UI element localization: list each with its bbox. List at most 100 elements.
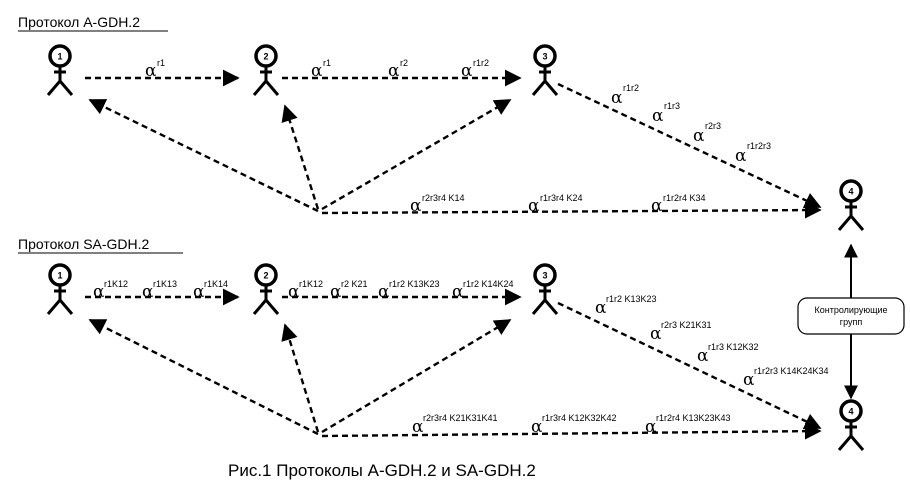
control-label-line2: групп (840, 317, 863, 327)
label-a-34-2: r2r3 (705, 121, 721, 131)
participant-3: 3 (531, 263, 559, 315)
participant-left-leg (46, 299, 62, 315)
alpha-symbol: α (611, 88, 623, 108)
label-sa-23-0: r1K12 (299, 279, 323, 289)
label-sa-23-3: r1r2 K14K24 (463, 279, 514, 289)
participant-right-leg (543, 80, 559, 96)
participant-head (533, 44, 557, 68)
alpha-symbol: α (645, 417, 657, 437)
label-a-34-0: r1r2 (623, 83, 639, 93)
label-a-34-1: r1r3 (664, 101, 680, 111)
participant-number: 1 (57, 52, 62, 62)
alpha-symbol: α (378, 282, 390, 302)
label-sa-b-2: r1r2r4 K13K23K43 (656, 413, 731, 423)
alpha-symbol: α (388, 61, 400, 81)
participant-number: 3 (542, 271, 547, 281)
participants: 1 2 3 4 1 2 3 4 (46, 44, 865, 451)
alpha-symbol: α (650, 324, 662, 344)
protocol-a-arrows (85, 69, 822, 219)
label-sa-12-1: r1K13 (153, 279, 177, 289)
participant-4: 4 (837, 399, 865, 451)
label-a-23-0: r1 (323, 58, 331, 68)
label-sa-34-2: r1r3 K12K32 (708, 342, 759, 352)
participant-head (48, 44, 72, 68)
alpha-symbol: α (142, 282, 154, 302)
protocol-a-labels: α r1 α r1 α r2 α r1r2 α r1r2 α r1r3 α r2… (145, 58, 771, 216)
participant-right-leg (58, 299, 74, 315)
arrow-sa-hub-4 (321, 422, 822, 440)
participant-number: 1 (57, 271, 62, 281)
participant-right-leg (58, 80, 74, 96)
alpha-symbol: α (735, 146, 747, 166)
alpha-symbol: α (531, 417, 543, 437)
alpha-symbol: α (288, 282, 300, 302)
participant-head (254, 44, 278, 68)
label-sa-12-0: r1K12 (104, 279, 128, 289)
arrow-sa-3-4 (557, 301, 822, 430)
arrow-sa-hub-1 (88, 318, 319, 436)
participant-head (254, 263, 278, 287)
participant-2: 2 (252, 44, 280, 96)
participant-right-leg (849, 215, 865, 231)
participant-left-leg (837, 215, 853, 231)
arrow-a-hub-3 (321, 98, 512, 211)
alpha-symbol: α (193, 282, 205, 302)
participant-left-leg (252, 80, 268, 96)
alpha-symbol: α (595, 298, 607, 318)
label-sa-34-1: r2r3 K21K31 (661, 320, 712, 330)
participant-number: 2 (263, 52, 268, 62)
label-a-b-1: r1r3r4 K24 (540, 193, 583, 203)
alpha-symbol: α (410, 196, 422, 216)
participant-left-leg (531, 299, 547, 315)
alpha-symbol: α (743, 370, 755, 390)
arrow-a-3-4 (557, 82, 822, 209)
participant-right-leg (543, 299, 559, 315)
label-sa-b-0: r2r3r4 K21K31K41 (423, 413, 498, 423)
participant-number: 4 (848, 187, 853, 197)
participant-head (839, 399, 863, 423)
label-a-34-3: r1r2r3 (747, 141, 771, 151)
protocol-a-title: Протокол A-GDH.2 (18, 14, 140, 30)
arrow-sa-hub-2 (281, 323, 320, 433)
participant-4: 4 (837, 179, 865, 231)
participant-2: 2 (252, 263, 280, 315)
participant-3: 3 (531, 44, 559, 96)
control-box (797, 297, 905, 335)
participant-head (48, 263, 72, 287)
participant-number: 2 (263, 271, 268, 281)
participant-head (533, 263, 557, 287)
label-a-23-1: r2 (400, 58, 408, 68)
label-sa-23-2: r1r2 K13K23 (389, 279, 440, 289)
control-label-line1: Контролирующие (814, 305, 887, 315)
label-a-b-0: r2r3r4 K14 (422, 193, 465, 203)
alpha-symbol: α (652, 106, 664, 126)
participant-1: 1 (46, 263, 74, 315)
label-a-23-2: r1r2 (473, 58, 489, 68)
figure-caption: Рис.1 Протоколы A-GDH.2 и SA-GDH.2 (228, 461, 536, 480)
alpha-symbol: α (311, 61, 323, 81)
participant-1: 1 (46, 44, 74, 96)
alpha-symbol: α (461, 61, 473, 81)
label-a-12: r1 (157, 58, 165, 68)
participant-number: 4 (848, 407, 853, 417)
arrow-sa-hub-3 (321, 318, 512, 434)
label-a-b-2: r1r2r4 K34 (663, 193, 706, 203)
label-sa-12-2: r1K14 (204, 279, 228, 289)
alpha-symbol: α (651, 196, 663, 216)
alpha-symbol: α (412, 417, 424, 437)
alpha-symbol: α (693, 126, 705, 146)
label-sa-23-1: r2 K21 (341, 279, 368, 289)
participant-number: 3 (542, 52, 547, 62)
arrow-a-hub-2 (281, 104, 320, 210)
alpha-symbol: α (697, 346, 709, 366)
participant-right-leg (264, 299, 280, 315)
participant-left-leg (46, 80, 62, 96)
participant-right-leg (849, 435, 865, 451)
participant-head (839, 179, 863, 203)
label-sa-b-1: r1r3r4 K12K32K42 (542, 413, 617, 423)
alpha-symbol: α (528, 196, 540, 216)
participant-left-leg (531, 80, 547, 96)
participant-right-leg (264, 80, 280, 96)
alpha-symbol: α (145, 61, 157, 81)
